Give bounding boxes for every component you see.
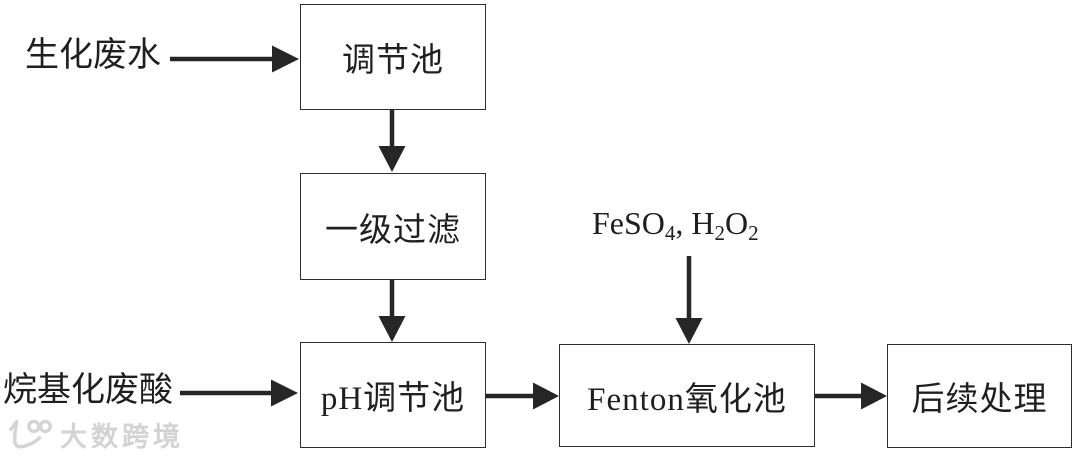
node-subsequent-treatment: 后续处理	[887, 344, 1072, 448]
reagent-h2o2-subscript-1: 2	[714, 221, 726, 245]
node-fenton-oxidation-tank: Fenton氧化池	[559, 344, 815, 447]
arrow-biochemical-to-regulating	[170, 45, 299, 73]
reagent-h2o2-text-1: , H	[675, 205, 715, 241]
label-reagents-feso4-h2o2: FeSO4, H2O2	[592, 205, 759, 243]
node-primary-filtration: 一级过滤	[300, 173, 486, 280]
node-regulating-tank: 调节池	[300, 4, 486, 110]
arrow-filtration-to-ph	[378, 280, 406, 342]
watermark: 大数跨境	[8, 415, 184, 454]
label-biochemical-wastewater: 生化废水	[25, 37, 161, 74]
arrow-fenton-to-subsequent	[815, 382, 887, 410]
reagent-h2o2-text-2: O	[725, 205, 749, 241]
reagent-h2o2-subscript-2: 2	[748, 221, 759, 245]
arrow-acid-to-ph	[180, 379, 298, 407]
node-ph-regulating-tank: pH调节池	[300, 342, 486, 448]
arrow-reagents-to-fenton	[675, 256, 703, 344]
arrow-ph-to-fenton	[486, 382, 559, 410]
reagent-feso4-subscript: 4	[664, 221, 676, 245]
watermark-logo-icon	[9, 419, 52, 449]
reagent-feso4-text: FeSO	[592, 205, 665, 241]
label-alkylation-waste-acid: 烷基化废酸	[3, 372, 173, 409]
watermark-text: 大数跨境	[60, 422, 184, 452]
arrow-regulating-to-filtration	[378, 110, 406, 172]
